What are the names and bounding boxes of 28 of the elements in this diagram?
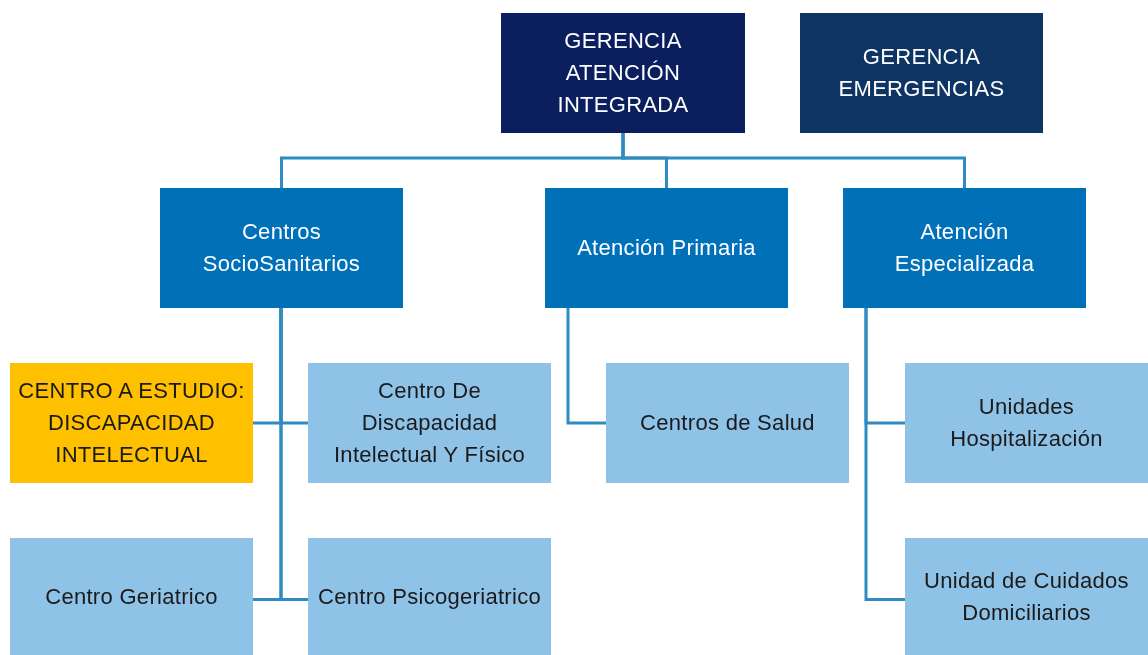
org-box [501, 13, 745, 133]
box-label: CENTRO A ESTUDIO: DISCAPACIDAD INTELECTUAL [17, 377, 246, 469]
org-box [10, 363, 253, 483]
org-box [10, 538, 253, 655]
org-box [606, 363, 849, 483]
box-label: Centros de Salud [640, 409, 815, 437]
org-box [905, 363, 1148, 483]
box-label: Atención Especializada [893, 218, 1036, 278]
org-box [905, 538, 1148, 655]
box-label: Centro Psicogeriatrico [318, 582, 541, 611]
box-label: Unidades Hospitalización [949, 393, 1104, 453]
connector-line [566, 308, 606, 425]
box-label: Centros SocioSanitarios [201, 218, 362, 278]
box-label: Unidad de Cuidados Domiciliarios [923, 566, 1130, 627]
org-box [308, 538, 551, 655]
box-label: GERENCIA ATENCIÓN INTEGRADA [556, 27, 690, 119]
box-label: Atención Primaria [577, 234, 756, 262]
box-label: GERENCIA EMERGENCIAS [837, 43, 1006, 103]
connector-line [864, 308, 905, 601]
connector-line [279, 308, 308, 601]
org-box [800, 13, 1043, 133]
org-box [545, 188, 788, 308]
box-label: Centro Geriatrico [45, 582, 218, 611]
org-box [843, 188, 1086, 308]
box-label: Centro De Discapacidad Intelectual Y Físico [332, 377, 527, 469]
org-box [308, 363, 551, 483]
connector-line [621, 133, 966, 188]
org-box [160, 188, 403, 308]
